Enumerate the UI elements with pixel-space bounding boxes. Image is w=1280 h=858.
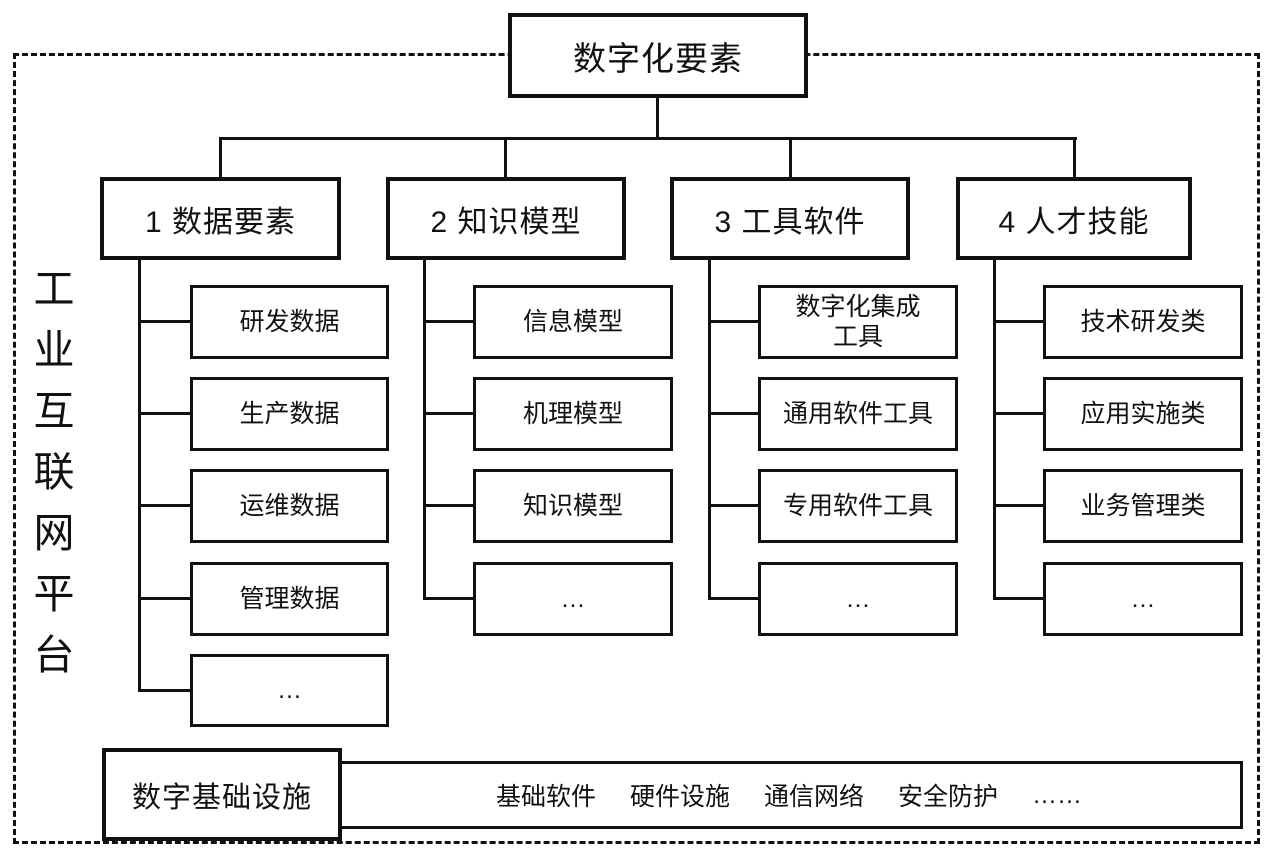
child-node-tools-ellipsis: … [758,562,958,636]
child-label: 业务管理类 [1080,491,1206,520]
connector-line [993,597,1045,600]
child-node-general-software-tools: 通用软件工具 [758,377,958,451]
child-label: 数字化集成 工具 [795,292,921,352]
branch-node-tool-software: 3 工具软件 [670,177,910,260]
child-node-digital-integration-tools: 数字化集成 工具 [758,285,958,359]
child-label: 技术研发类 [1080,307,1206,336]
child-label: … [845,584,871,613]
connector-line [708,412,760,415]
infrastructure-item: 安全防护 [898,783,999,811]
child-node-data-ellipsis: … [190,654,389,727]
branch-label: 1 数据要素 [144,205,297,239]
branch-label: 4 人才技能 [998,205,1150,239]
child-node-model-ellipsis: … [473,562,673,636]
connector-line [656,96,659,138]
platform-vertical-label: 工 业 互 联 网 平 台 [28,259,80,686]
connector-line [708,504,760,507]
child-label: … [1130,584,1156,613]
branch-label: 3 工具软件 [714,205,866,239]
connector-line [138,258,141,692]
child-label: 应用实施类 [1080,399,1206,428]
connector-line [423,320,475,323]
child-label: 运维数据 [239,491,340,520]
connector-line [993,504,1045,507]
connector-line [423,258,426,600]
child-node-special-software-tools: 专用软件工具 [758,469,958,543]
child-node-business-mgmt-category: 业务管理类 [1043,469,1243,543]
connector-line [219,137,222,179]
root-node: 数字化要素 [508,13,808,98]
infrastructure-item: 通信网络 [764,783,865,811]
connector-line [504,137,507,179]
connector-line [219,137,1077,140]
connector-line [138,504,192,507]
connector-line [138,689,192,692]
side-label-char: 业 [33,327,75,373]
infrastructure-title-box: 数字基础设施 [102,748,342,841]
connector-line [138,597,192,600]
child-label: 机理模型 [522,399,623,428]
child-label: 管理数据 [239,584,340,613]
branch-node-knowledge-models: 2 知识模型 [386,177,626,260]
root-node-label: 数字化要素 [573,39,743,77]
side-label-char: 平 [33,571,75,617]
connector-line [789,137,792,179]
connector-line [708,597,760,600]
child-node-information-model: 信息模型 [473,285,673,359]
child-node-management-data: 管理数据 [190,562,389,636]
child-node-rd-data: 研发数据 [190,285,389,359]
branch-label: 2 知识模型 [430,205,582,239]
child-label: 通用软件工具 [782,399,933,428]
connector-line [993,412,1045,415]
connector-line [423,504,475,507]
side-label-char: 工 [33,266,75,312]
child-node-application-category: 应用实施类 [1043,377,1243,451]
child-node-mechanism-model: 机理模型 [473,377,673,451]
infrastructure-item: 基础软件 [495,783,596,811]
connector-line [993,258,996,600]
connector-line [138,412,192,415]
connector-line [1073,137,1076,179]
child-node-knowledge-model: 知识模型 [473,469,673,543]
side-label-char: 联 [33,449,75,495]
connector-line [708,258,711,600]
infrastructure-items-box: 基础软件 硬件设施 通信网络 安全防护 …… [335,761,1243,829]
side-label-char: 台 [33,632,75,678]
child-label: … [560,584,586,613]
infrastructure-title-label: 数字基础设施 [131,781,312,814]
connector-line [423,412,475,415]
infrastructure-item: …… [1032,780,1083,809]
child-label: 信息模型 [522,307,623,336]
child-label: … [277,676,302,705]
child-label: 专用软件工具 [782,491,933,520]
connector-line [708,320,760,323]
branch-node-talent-skills: 4 人才技能 [956,177,1192,260]
child-label: 知识模型 [522,491,623,520]
infrastructure-item: 硬件设施 [629,783,730,811]
child-node-production-data: 生产数据 [190,377,389,451]
child-node-operation-data: 运维数据 [190,469,389,543]
child-node-skills-ellipsis: … [1043,562,1243,636]
connector-line [423,597,475,600]
branch-node-data-elements: 1 数据要素 [100,177,341,260]
child-label: 研发数据 [239,307,340,336]
child-label: 生产数据 [239,399,340,428]
side-label-char: 网 [33,510,75,556]
child-node-tech-rd-category: 技术研发类 [1043,285,1243,359]
connector-line [138,320,192,323]
side-label-char: 互 [33,388,75,434]
connector-line [993,320,1045,323]
